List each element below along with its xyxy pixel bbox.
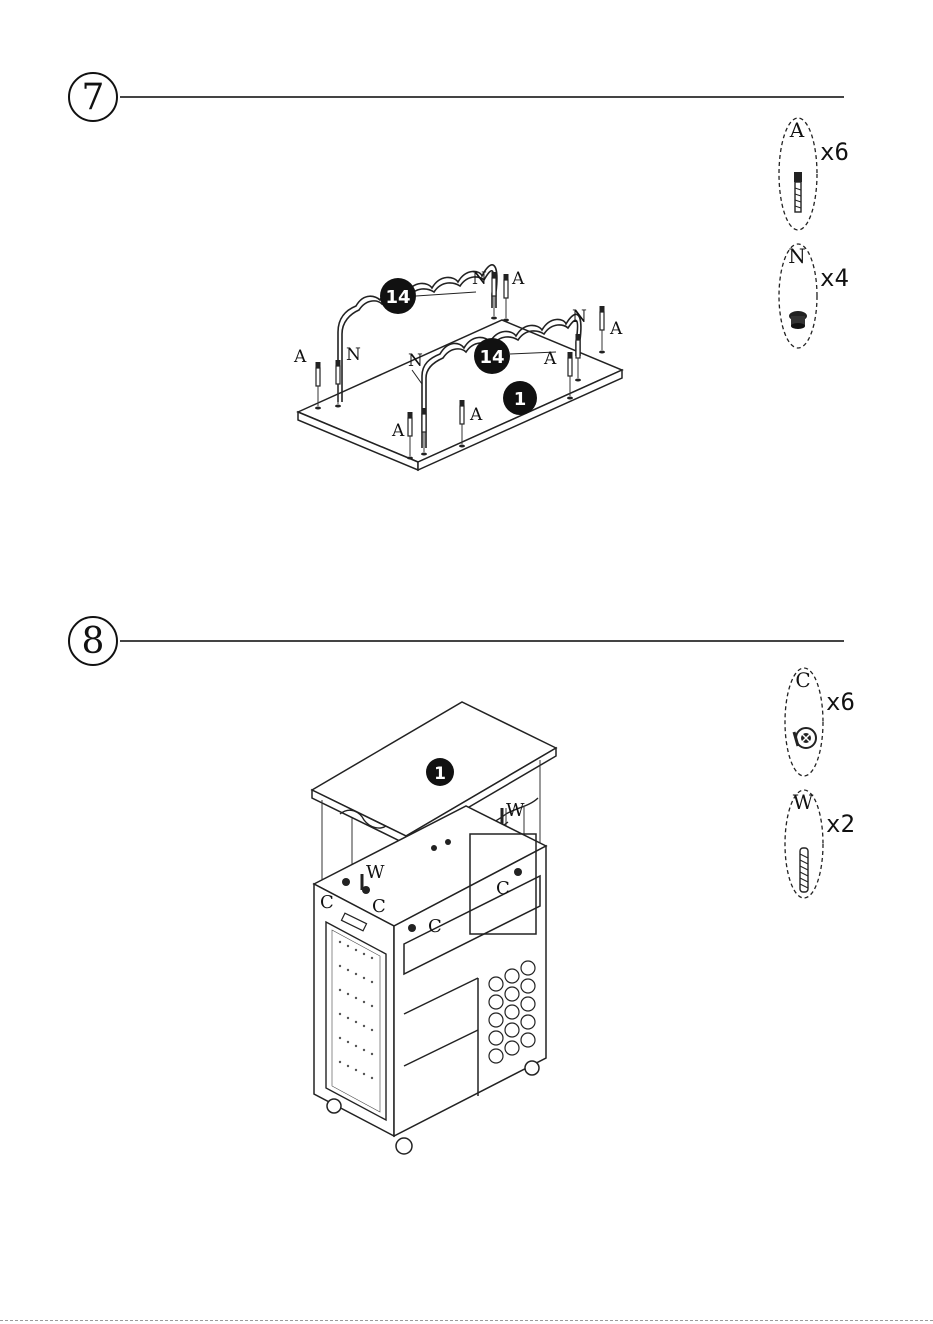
nut-icon — [778, 304, 818, 344]
label-c: C — [320, 892, 334, 913]
step-number: 7 — [68, 72, 118, 122]
part-quantity: x6 — [826, 688, 855, 716]
part-w: W x2 — [784, 788, 894, 898]
step-header: 7 — [68, 72, 848, 128]
table-top-board — [298, 320, 622, 470]
step-divider — [120, 640, 844, 642]
step-header: 8 — [68, 616, 848, 672]
part-c: C x6 — [784, 666, 894, 776]
part-n: N x4 — [778, 242, 888, 352]
callout-board: 1 — [503, 381, 537, 415]
cam-lock-icon — [784, 718, 824, 758]
label-n: N — [346, 345, 361, 365]
label-n: N — [572, 307, 587, 327]
label-c: C — [496, 878, 510, 899]
label-n: N — [408, 351, 423, 371]
step-7-diagram: 14 14 1 A N N A A N A N A A — [280, 252, 640, 512]
label-c: C — [428, 916, 442, 937]
wood-dowel-icon — [784, 846, 824, 906]
label-a: A — [609, 319, 623, 339]
callout-label: 14 — [385, 287, 410, 308]
part-quantity: x2 — [826, 810, 855, 838]
callout-label: 14 — [479, 347, 504, 368]
label-c: C — [372, 896, 386, 917]
part-letter: A — [778, 118, 816, 142]
step-number: 8 — [68, 616, 118, 666]
step-8-diagram: 1 — [300, 696, 570, 1166]
page-edge-line — [0, 1320, 933, 1321]
label-w: W — [366, 862, 385, 883]
part-a: A x6 — [778, 116, 888, 226]
callout-label: 1 — [434, 764, 446, 784]
label-a: A — [511, 269, 525, 289]
part-letter: W — [784, 790, 822, 814]
label-n: N — [472, 269, 487, 289]
step-divider — [120, 96, 844, 98]
label-a: A — [391, 421, 405, 441]
part-letter: C — [784, 668, 822, 692]
label-a: A — [543, 349, 557, 369]
label-w: W — [506, 800, 525, 821]
label-a: A — [469, 405, 483, 425]
part-quantity: x4 — [820, 264, 849, 292]
part-letter: N — [778, 244, 816, 268]
callout-label: 1 — [514, 389, 527, 410]
label-a: A — [293, 347, 307, 367]
bolt-icon — [778, 168, 818, 228]
part-quantity: x6 — [820, 138, 849, 166]
